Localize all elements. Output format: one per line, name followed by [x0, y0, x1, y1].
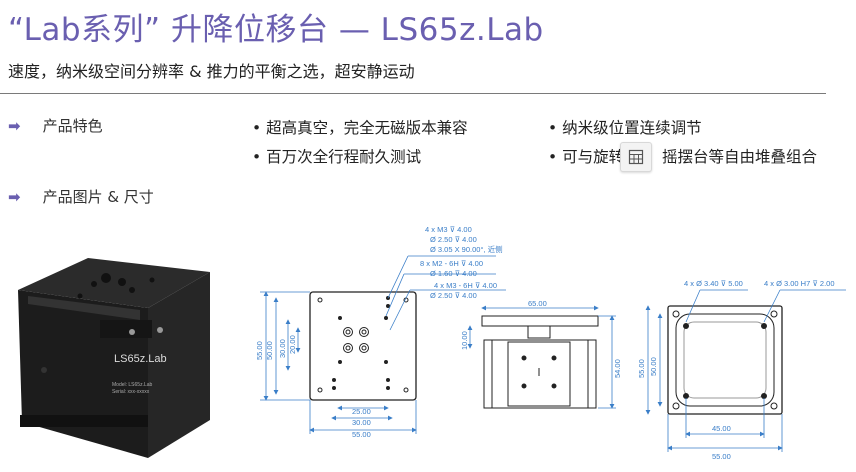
side-view-drawing — [481, 315, 599, 409]
dim-text: 10.00 — [460, 331, 469, 350]
dim-text: 55.00 — [637, 359, 646, 378]
images-heading: ➡ 产品图片 & 尺寸 — [8, 186, 154, 207]
product-small-text: Model: LS65z.Lab — [112, 382, 153, 388]
dim-text: 30.00 — [278, 339, 287, 358]
callout-text: 4 x Ø 3.40 ⊽ 5.00 — [684, 279, 743, 288]
callout-text: Ø 2.50 ⊽ 4.00 — [430, 235, 477, 244]
callout-text: 4 x M3 - 6H ⊽ 4.00 — [434, 281, 497, 290]
dim-text: 30.00 — [352, 418, 371, 427]
dim-text: 54.00 — [613, 359, 622, 378]
callout-text: Ø 1.60 ⊽ 4.00 — [430, 269, 477, 278]
dim-text: 45.00 — [712, 424, 731, 433]
feature-item: • 可与旋转 — [548, 148, 625, 166]
dim-text: 65.00 — [528, 299, 547, 308]
dimension-drawings: LS65z.Lab Model: LS65z.Lab Serial: xxx-x… — [18, 225, 846, 461]
product-label: LS65z.Lab — [114, 353, 167, 365]
product-photo: LS65z.Lab Model: LS65z.Lab Serial: xxx-x… — [18, 258, 210, 458]
callout-text: Ø 3.05 X 90.00°, 近侧 — [430, 244, 503, 254]
dim-text: 20.00 — [288, 335, 297, 354]
feature-item: 摇摆台等自由堆叠组合 — [662, 148, 818, 166]
front-view-drawing — [309, 291, 417, 401]
features-heading-label: 产品特色 — [42, 117, 103, 135]
page-subtitle: 速度，纳米级空间分辨率 & 推力的平衡之选，超安静运动 — [8, 62, 415, 81]
arrow-right-icon: ➡ — [8, 188, 21, 206]
callout-text: 8 x M2 - 6H ⊽ 4.00 — [420, 259, 483, 268]
feature-item: • 纳米级位置连续调节 — [548, 119, 702, 137]
images-heading-label: 产品图片 & 尺寸 — [42, 188, 154, 206]
product-small-text: Serial: xxx-xxxxx — [112, 389, 150, 395]
callout-text: Ø 2.50 ⊽ 4.00 — [430, 291, 477, 300]
dim-text: 50.00 — [649, 357, 658, 376]
dim-text: 55.00 — [352, 430, 371, 439]
arrow-right-icon: ➡ — [8, 117, 21, 135]
bottom-view-drawing — [667, 305, 783, 415]
callout-text: 4 x M3 ⊽ 4.00 — [425, 225, 472, 234]
page-title: “Lab系列” 升降位移台 — LS65z.Lab — [8, 12, 544, 48]
dim-text: 55.00 — [712, 452, 731, 461]
feature-item: • 百万次全行程耐久测试 — [252, 148, 422, 166]
dim-text: 55.00 — [255, 341, 264, 360]
callout-text: 4 x Ø 3.00 H7 ⊽ 2.00 — [764, 279, 835, 288]
features-heading: ➡ 产品特色 — [8, 115, 103, 136]
dim-text: 50.00 — [265, 341, 274, 360]
divider — [0, 93, 826, 94]
dim-text: 25.00 — [352, 407, 371, 416]
feature-item: • 超高真空，完全无磁版本兼容 — [252, 119, 468, 137]
table-translate-icon[interactable] — [620, 142, 652, 172]
